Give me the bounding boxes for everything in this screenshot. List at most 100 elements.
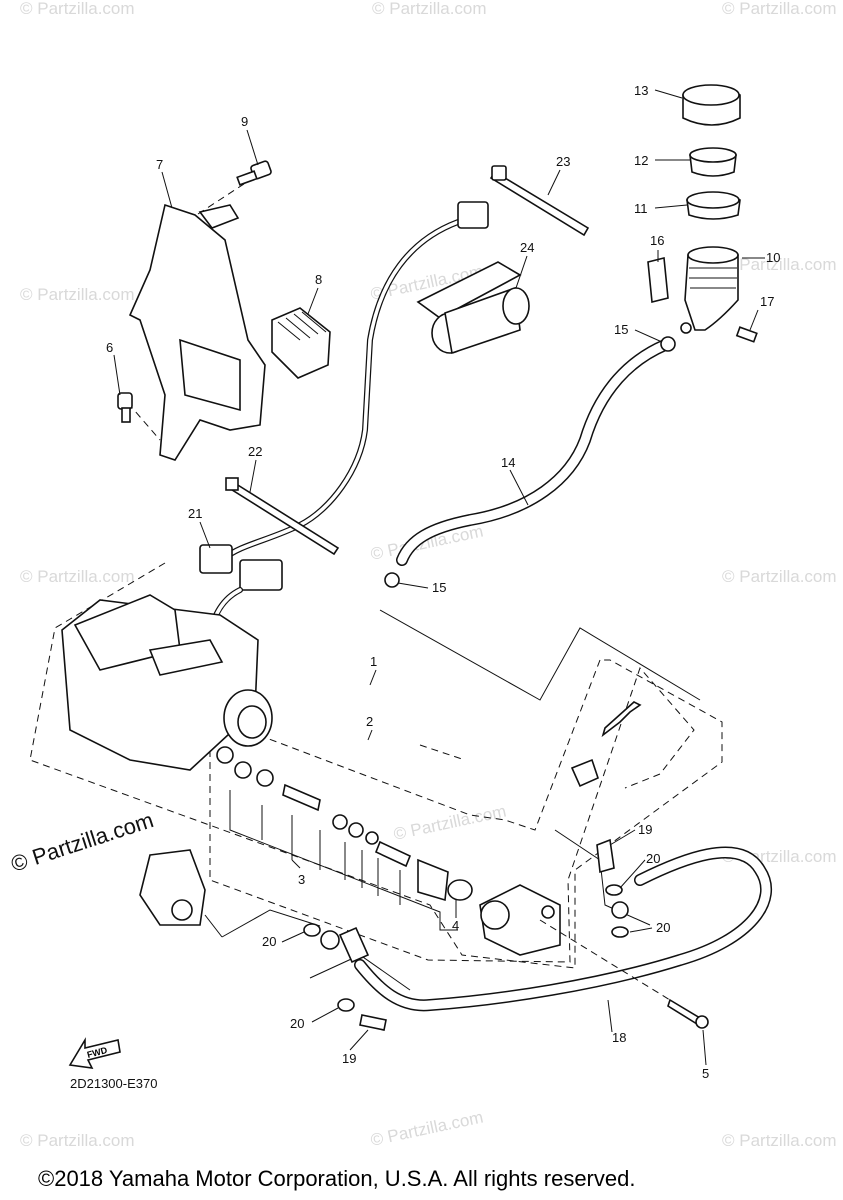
hose-end-fitting [338, 926, 370, 964]
reservoir [682, 84, 741, 331]
bracket-20a [221, 909, 321, 938]
piston-rod [282, 783, 321, 812]
coil-cap [502, 287, 530, 325]
banjo-bolt-left [303, 923, 387, 1031]
banjo-bolt-19-left [359, 1014, 387, 1031]
rectifier-part [271, 307, 331, 379]
union-fitting [479, 884, 561, 956]
washer-20-left-a [303, 923, 321, 937]
harness-connector-21 [199, 544, 233, 574]
cable-tie-strap [227, 480, 340, 556]
rectifier-body [271, 307, 331, 379]
ignition-coil [416, 261, 530, 355]
o-ring [447, 879, 473, 901]
reservoir-diaphragm-top [686, 191, 740, 209]
bracket-part [127, 179, 266, 461]
union-bleeder [541, 905, 555, 919]
reservoir-fasteners [647, 256, 758, 343]
cup [348, 822, 364, 838]
bolt-shank [667, 998, 702, 1026]
callout-3: 3 [298, 872, 305, 887]
watermark: © Partzilla.com [20, 0, 135, 18]
watermark: © Partzilla.com [20, 567, 135, 586]
reservoir-bolt-head [680, 322, 692, 334]
bolt-5 [539, 919, 709, 1029]
pump-port [171, 899, 193, 921]
watermark: © Partzilla.com [369, 1108, 485, 1150]
cable-tie-head [225, 477, 239, 491]
callout-19-right: 19 [638, 822, 652, 837]
assembly-outline-1 [29, 562, 723, 969]
callout-9: 9 [241, 114, 248, 129]
callout-13: 13 [634, 83, 648, 98]
callout-22: 22 [248, 444, 262, 459]
watermark: © Partzilla.com [722, 1131, 837, 1150]
washer [234, 761, 252, 779]
callout-14: 14 [501, 455, 515, 470]
banjo-bolt-19-right [596, 838, 615, 874]
callout-15-bottom: 15 [432, 580, 446, 595]
watermark: © Partzilla.com [20, 285, 135, 304]
reservoir-fittings [570, 701, 642, 788]
callout-18: 18 [612, 1030, 626, 1045]
hose-nipple [601, 701, 642, 738]
watermark: © Partzilla.com [722, 567, 837, 586]
callout-16: 16 [650, 233, 664, 248]
watermark: © Partzilla.com [20, 1131, 135, 1150]
fwd-arrow-shape [68, 1037, 121, 1069]
hose-clip-15-bottom [384, 572, 400, 588]
watermark: © Partzilla.com [722, 0, 837, 18]
bracket-window [179, 338, 241, 412]
cable-tie-22 [225, 477, 340, 556]
bolt-6-leader [127, 402, 161, 441]
copyright-text: ©2018 Yamaha Motor Corporation, U.S.A. A… [38, 1166, 635, 1191]
harness-connector [239, 559, 283, 591]
bolt-5-leader [539, 919, 671, 1001]
bolt-9 [236, 160, 272, 186]
reservoir-cap-top [682, 84, 740, 106]
callout-11: 11 [634, 201, 648, 216]
piston-kit [216, 746, 473, 931]
bolt-shank [236, 170, 258, 186]
assembly-outline-1-inner [239, 659, 601, 831]
harness-wire-inner [223, 220, 460, 560]
callout-20-right-b: 20 [656, 920, 670, 935]
banjo-left [320, 930, 340, 950]
cable-tie-23 [489, 165, 590, 237]
banjo-right [611, 901, 629, 919]
watermark: © Partzilla.com [722, 255, 837, 274]
washer-20-right-b [611, 926, 629, 938]
reservoir-bracket-plate [647, 256, 669, 304]
coil-body [444, 286, 521, 355]
callout-2: 2 [366, 714, 373, 729]
washer-20-right-a [605, 884, 623, 896]
gasket [417, 858, 449, 902]
hose-18-inner [355, 848, 771, 1010]
callout-20-left-b: 20 [290, 1016, 304, 1031]
pump-leader [204, 914, 223, 938]
brake-hose [320, 846, 772, 1012]
callout-23: 23 [556, 154, 570, 169]
watermark: © Partzilla.com [372, 0, 487, 18]
bracket-tab [198, 204, 240, 229]
callout-21: 21 [188, 506, 202, 521]
pump-assembly [139, 849, 223, 938]
callout-10: 10 [766, 250, 780, 265]
mounting-bracket [128, 203, 266, 461]
callout-20-left-a: 20 [262, 934, 276, 949]
callout-1: 1 [370, 654, 377, 669]
callout-19-left: 19 [342, 1051, 356, 1066]
bracket-1 [379, 609, 701, 701]
seal [256, 769, 274, 787]
diagram-code: 2D21300-E370 [70, 1076, 157, 1091]
assembly-outline-2 [209, 667, 695, 963]
master-cylinder [61, 594, 273, 771]
callout-20-right-a: 20 [646, 851, 660, 866]
cup-seal [332, 814, 348, 830]
spring [374, 840, 412, 868]
bolt-head [117, 392, 133, 410]
callout-6: 6 [106, 340, 113, 355]
callout-5: 5 [702, 1066, 709, 1081]
banjo-bolt-right [596, 838, 629, 938]
